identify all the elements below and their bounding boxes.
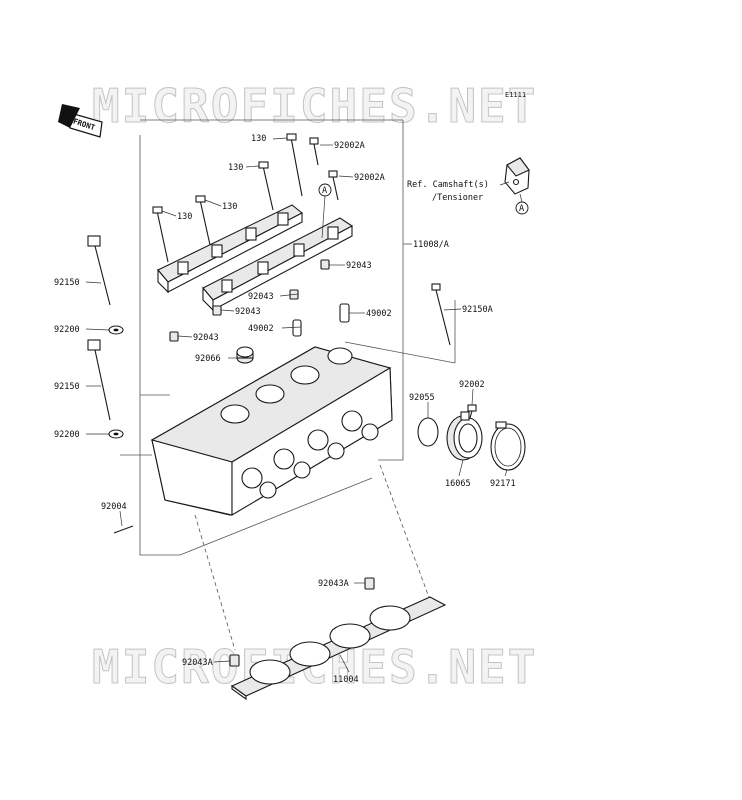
label-92150: 92150 [54, 278, 80, 288]
washers [108, 325, 124, 439]
label-92002: 92002 [459, 380, 485, 390]
label-92043: 92043 [235, 307, 261, 317]
plug-92066 [236, 346, 254, 364]
label-92055: 92055 [409, 393, 435, 403]
label-130: 130 [251, 134, 266, 144]
label-92043A: 92043A [182, 658, 213, 668]
stud-92004 [113, 525, 134, 534]
reference-note-line1: Ref. Camshaft(s) [407, 180, 489, 190]
o-ring-92055 [417, 417, 439, 447]
label-92200: 92200 [54, 325, 80, 335]
front-arrow-icon: FRONT [58, 104, 103, 138]
label-49002: 49002 [248, 324, 274, 334]
diagram-code: E1111 [505, 91, 526, 99]
head-bolts [87, 235, 451, 421]
label-92004: 92004 [101, 502, 127, 512]
svg-text:A: A [519, 204, 524, 214]
label-130: 130 [177, 212, 192, 222]
camshaft-bracket-ref [504, 157, 530, 195]
callout-marker-a: A [318, 183, 332, 197]
cylinder-head [150, 346, 393, 516]
label-92171: 92171 [490, 479, 516, 489]
label-92043: 92043 [346, 261, 372, 271]
label-92002A: 92002A [354, 173, 385, 183]
label-92043: 92043 [248, 292, 274, 302]
label-92043A: 92043A [318, 579, 349, 589]
label-92043: 92043 [193, 333, 219, 343]
watermark-top: MICROFICHES.NET [92, 79, 537, 133]
label-92200: 92200 [54, 430, 80, 440]
ref-marker-a: A [515, 201, 529, 215]
cap-bolts [152, 133, 339, 263]
label-11008-a: 11008/A [413, 240, 449, 250]
assembly-frame [120, 119, 456, 651]
camshaft-holder-upper [157, 204, 304, 294]
label-130: 130 [228, 163, 243, 173]
holder-16065 [446, 411, 483, 461]
label-16065: 16065 [445, 479, 471, 489]
head-gasket [230, 596, 447, 701]
reference-note-line2: /Tensioner [432, 193, 483, 203]
oil-jets [292, 303, 350, 337]
label-92066: 92066 [195, 354, 221, 364]
label-130: 130 [222, 202, 237, 212]
label-92150: 92150 [54, 382, 80, 392]
clamp-92171 [490, 421, 526, 471]
dowels-92043A [229, 577, 375, 667]
label-92002A: 92002A [334, 141, 365, 151]
label-92150A: 92150A [462, 305, 493, 315]
label-49002: 49002 [366, 309, 392, 319]
dowel-pins [169, 259, 330, 342]
svg-text:A: A [322, 186, 327, 196]
leader-lines [85, 137, 508, 673]
label-11004: 11004 [333, 675, 359, 685]
